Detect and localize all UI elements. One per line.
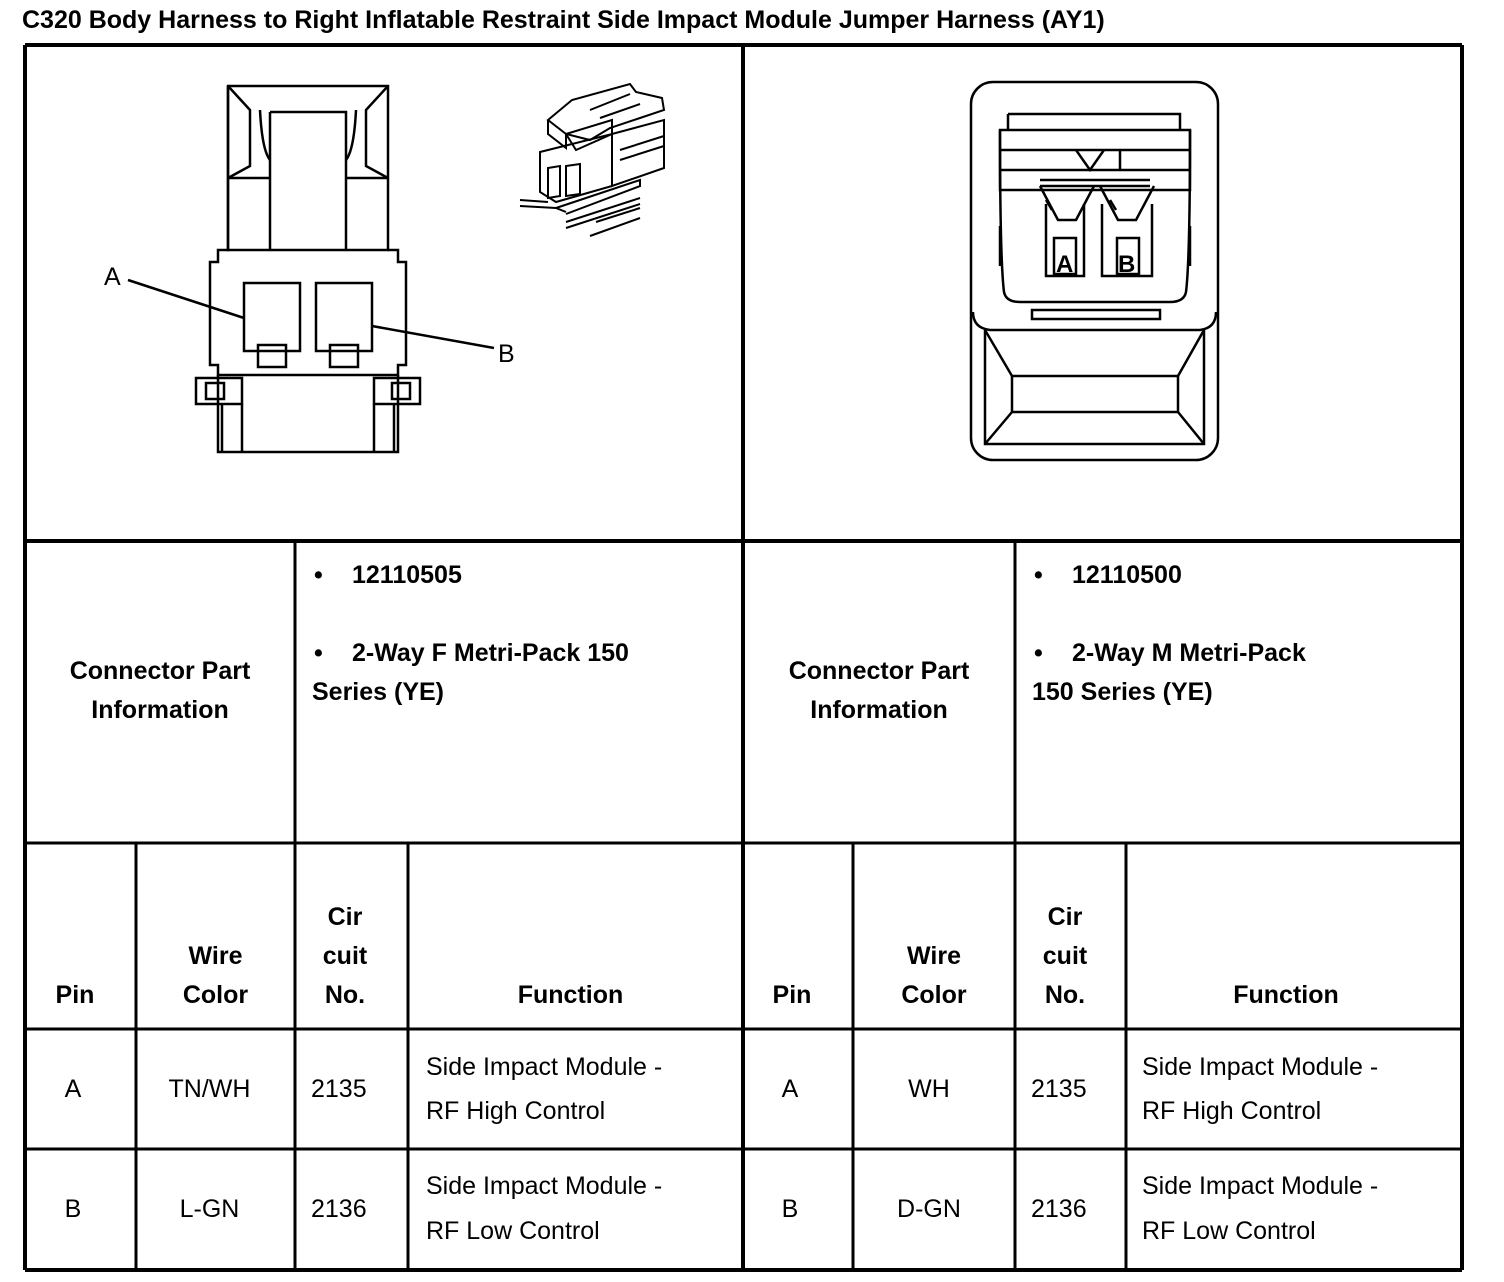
- left-header-wire-line1: Wire: [188, 942, 243, 970]
- right-part-desc-line2: 150 Series (YE): [1032, 678, 1213, 706]
- table-grid: [23, 43, 1464, 1272]
- left-row-b-wire-color: L-GN: [179, 1195, 240, 1223]
- right-row-b-function-line2: RF Low Control: [1142, 1217, 1316, 1245]
- right-row-a-function-line2: RF High Control: [1142, 1097, 1322, 1125]
- left-part-desc-line1: 2-Way F Metri-Pack 150: [352, 639, 629, 667]
- right-header-function: Function: [1233, 981, 1339, 1009]
- left-connector-drawing: [127, 84, 495, 454]
- right-header-cir-line1: Cir: [1047, 903, 1083, 931]
- left-connector-info-line2: Information: [91, 696, 229, 724]
- right-row-b-function-line1: Side Impact Module -: [1142, 1172, 1379, 1200]
- left-header-cir-line3: No.: [324, 981, 366, 1009]
- right-row-a-wire-color: WH: [908, 1075, 950, 1103]
- page-title: C320 Body Harness to Right Inflatable Re…: [22, 6, 1105, 34]
- right-bullet-1: •: [1034, 561, 1043, 589]
- left-header-wire-color: Wire Color: [136, 937, 295, 1015]
- left-bullet-2: •: [314, 639, 323, 667]
- terminal-a-label: A: [1056, 251, 1073, 278]
- right-header-wire-line1: Wire: [907, 942, 961, 970]
- right-header-wire-color: Wire Color: [853, 937, 1015, 1015]
- left-row-a-pin: A: [64, 1075, 82, 1103]
- right-row-a-function-line1: Side Impact Module -: [1142, 1053, 1379, 1081]
- left-part-desc-line2: Series (YE): [312, 678, 445, 706]
- left-row-a-circuit: 2135: [311, 1075, 367, 1103]
- right-header-pin: Pin: [772, 981, 812, 1009]
- right-row-a-circuit: 2135: [1031, 1075, 1087, 1103]
- right-part-number: 12110500: [1072, 561, 1182, 589]
- left-header-pin: Pin: [55, 981, 95, 1009]
- left-connector-info-line1: Connector Part: [69, 657, 251, 685]
- right-row-b-pin: B: [781, 1195, 799, 1223]
- right-connector-info-line1: Connector Part: [788, 657, 970, 685]
- right-header-cir-line3: No.: [1044, 981, 1086, 1009]
- left-row-b-function-line2: RF Low Control: [426, 1217, 600, 1245]
- right-connector-info-label: Connector Part Information: [743, 652, 1015, 730]
- left-header-circuit-no: Cir cuit No.: [295, 898, 395, 1015]
- right-part-desc-line1: 2-Way M Metri-Pack: [1072, 639, 1306, 667]
- right-row-b-circuit: 2136: [1031, 1195, 1087, 1223]
- left-part-number: 12110505: [352, 561, 462, 589]
- right-row-a-pin: A: [781, 1075, 799, 1103]
- left-header-cir-line1: Cir: [327, 903, 363, 931]
- left-row-b-pin: B: [64, 1195, 82, 1223]
- left-connector-info-label: Connector Part Information: [25, 652, 295, 730]
- callout-b-label: B: [498, 340, 515, 368]
- left-row-b-circuit: 2136: [311, 1195, 367, 1223]
- left-bullet-1: •: [314, 561, 323, 589]
- terminal-b-label: B: [1118, 251, 1135, 278]
- left-row-a-wire-color: TN/WH: [168, 1075, 251, 1103]
- left-header-cir-line2: cuit: [322, 942, 368, 970]
- left-header-function: Function: [517, 981, 624, 1009]
- left-header-wire-line2: Color: [182, 981, 249, 1009]
- right-header-cir-line2: cuit: [1042, 942, 1088, 970]
- right-header-wire-line2: Color: [901, 981, 967, 1009]
- right-bullet-2: •: [1034, 639, 1043, 667]
- left-row-a-function-line1: Side Impact Module -: [426, 1053, 663, 1081]
- left-row-a-function-line2: RF High Control: [426, 1097, 606, 1125]
- right-header-circuit-no: Cir cuit No.: [1015, 898, 1115, 1015]
- right-connector-drawing: [969, 80, 1220, 462]
- left-row-b-function-line1: Side Impact Module -: [426, 1172, 663, 1200]
- left-connector-isometric-drawing: [519, 82, 666, 237]
- right-connector-info-line2: Information: [810, 696, 948, 724]
- callout-a-label: A: [104, 263, 121, 291]
- right-row-b-wire-color: D-GN: [897, 1195, 961, 1223]
